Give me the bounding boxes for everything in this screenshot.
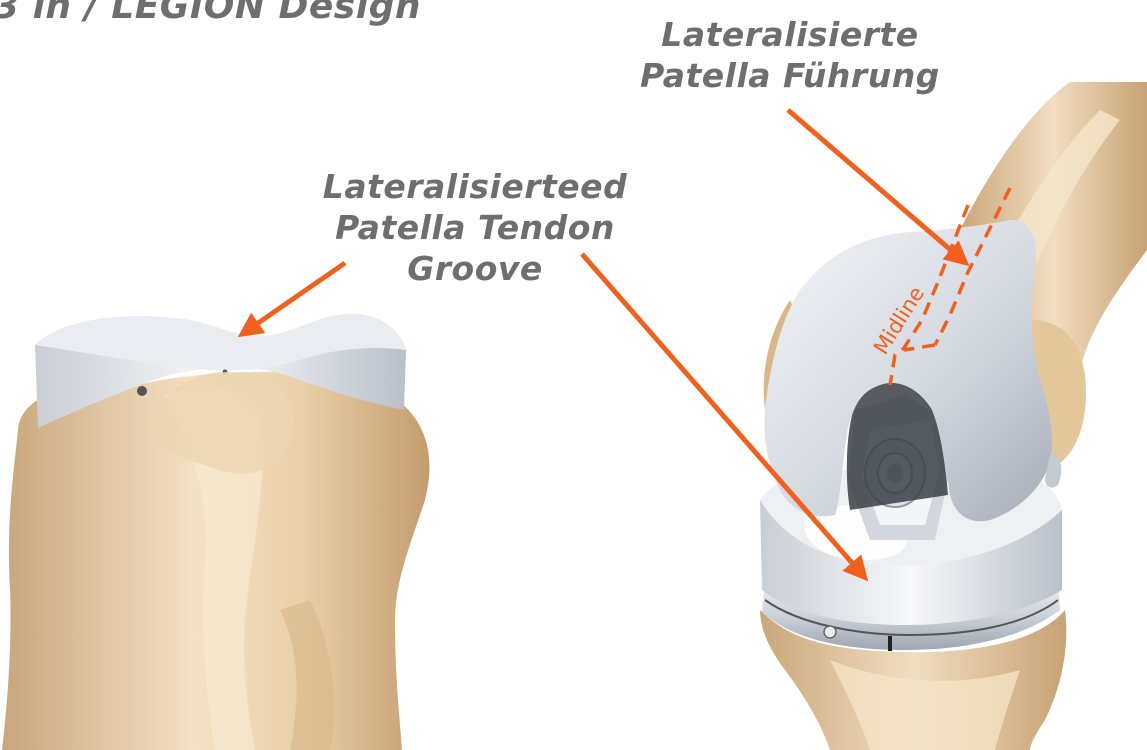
label-tendon-groove-line-3: Groove [295, 248, 655, 289]
label-tendon-groove: Lateralisierteed Patella Tendon Groove [295, 166, 655, 289]
label-patella-guide-line-1: Lateralisierte [620, 14, 960, 55]
left-tibia-view [2, 314, 429, 750]
label-tendon-groove-line-1: Lateralisierteed [295, 166, 655, 207]
page-title: 3 in / LEGION Design [0, 0, 421, 27]
right-knee-view [760, 82, 1147, 750]
label-patella-guide: Lateralisierte Patella Führung [620, 14, 960, 96]
label-patella-guide-line-2: Patella Führung [620, 55, 960, 96]
label-tendon-groove-line-2: Patella Tendon [295, 207, 655, 248]
arrow-patella-guide [788, 110, 960, 258]
